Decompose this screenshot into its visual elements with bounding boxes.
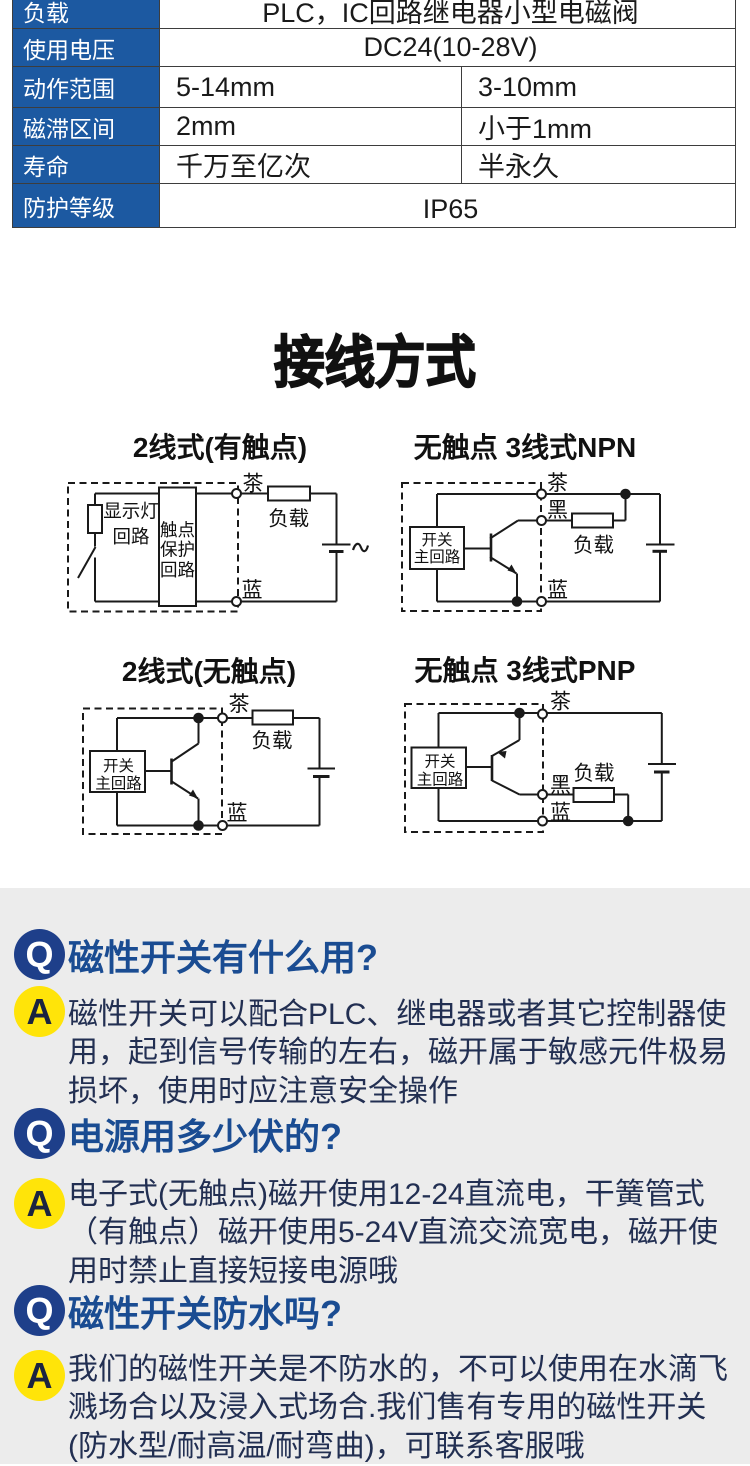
svg-text:蓝: 蓝 — [227, 802, 248, 825]
svg-text:主回路: 主回路 — [95, 775, 142, 793]
svg-text:主回路: 主回路 — [417, 771, 464, 789]
svg-text:开关: 开关 — [424, 753, 455, 771]
svg-text:负载: 负载 — [268, 508, 309, 531]
svg-text:触点: 触点 — [160, 520, 195, 540]
svg-text:主回路: 主回路 — [414, 548, 461, 566]
svg-text:茶: 茶 — [547, 472, 568, 495]
svg-text:负载: 负载 — [574, 762, 615, 785]
svg-text:蓝: 蓝 — [547, 579, 568, 602]
svg-text:负载: 负载 — [252, 730, 293, 753]
svg-text:负载: 负载 — [573, 534, 614, 557]
svg-text:茶: 茶 — [243, 473, 264, 496]
svg-text:无触点 3线式NPN: 无触点 3线式NPN — [414, 432, 636, 463]
svg-text:蓝: 蓝 — [550, 802, 571, 825]
svg-text:回路: 回路 — [112, 526, 149, 547]
svg-text:开关: 开关 — [421, 531, 452, 549]
svg-text:无触点 3线式PNP: 无触点 3线式PNP — [415, 655, 636, 686]
svg-text:保护: 保护 — [160, 540, 195, 560]
svg-text:显示灯: 显示灯 — [103, 501, 159, 522]
svg-text:茶: 茶 — [550, 691, 571, 714]
svg-text:回路: 回路 — [160, 560, 195, 580]
svg-text:蓝: 蓝 — [242, 579, 263, 602]
svg-text:开关: 开关 — [103, 757, 134, 775]
svg-text:茶: 茶 — [229, 693, 250, 716]
svg-text:2线式(有触点): 2线式(有触点) — [133, 432, 307, 463]
svg-text:2线式(无触点): 2线式(无触点) — [122, 656, 296, 687]
svg-text:黑: 黑 — [550, 774, 571, 797]
svg-text:黑: 黑 — [547, 499, 568, 522]
